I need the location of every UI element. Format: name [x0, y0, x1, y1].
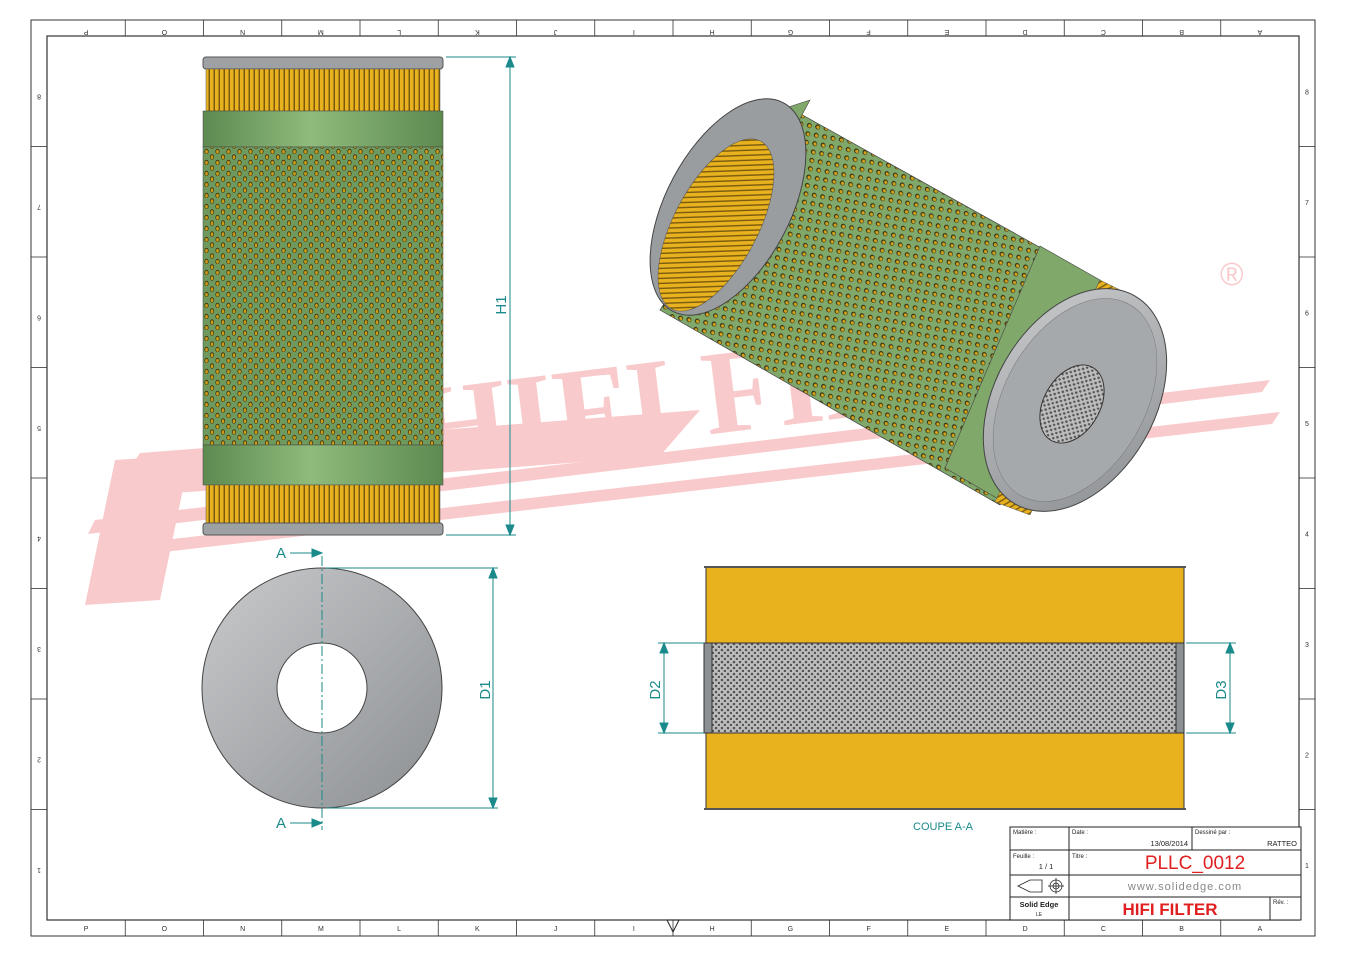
top-zone-label: K: [475, 28, 480, 35]
left-zone-label: 5: [37, 424, 41, 431]
tb-dessine-value: RATTEO: [1267, 839, 1297, 848]
bottom-zone-label: A: [1258, 926, 1263, 933]
bottom-zone-label: E: [945, 926, 950, 933]
section-marker-top: A: [276, 545, 286, 562]
right-zone-label: 1: [1305, 863, 1309, 870]
top-zone-label: E: [944, 28, 949, 35]
right-zone-label: 4: [1305, 531, 1309, 538]
bottom-zone-label: F: [866, 926, 870, 933]
top-zone-label: G: [788, 28, 793, 35]
title-block: Matière : Date : 13/08/2014 Dessiné par …: [1009, 826, 1302, 921]
tb-website: www.solidedge.com: [1127, 881, 1242, 893]
perforated-sleeve: [202, 146, 444, 446]
left-zone-label: 8: [37, 92, 41, 99]
tb-feuille-value: 1 / 1: [1039, 862, 1054, 871]
top-zone-label: L: [397, 28, 401, 35]
left-zone-label: 1: [37, 866, 41, 873]
bottom-pleats: [205, 484, 441, 524]
tb-feuille-label: Feuille :: [1013, 854, 1034, 860]
tb-software-sub: LE: [1036, 912, 1043, 918]
section-bottom-media: [705, 732, 1185, 810]
bottom-zone-label: L: [397, 926, 401, 933]
right-zone-label: 3: [1305, 642, 1309, 649]
tb-rev-label: Rév. :: [1273, 900, 1289, 906]
top-zone-label: O: [161, 28, 167, 35]
sleeve-band-top: [202, 110, 444, 148]
bottom-zone-label: J: [554, 926, 558, 933]
left-zone-label: 4: [37, 534, 41, 541]
section-view: D2 D3 COUPE A-A: [647, 566, 1236, 833]
tb-titre-label: Titre :: [1072, 854, 1087, 860]
bottom-zone-label: G: [788, 926, 793, 933]
right-zone-label: 5: [1305, 421, 1309, 428]
top-view: A A D1: [201, 545, 498, 832]
bottom-zone-label: H: [710, 926, 715, 933]
bottom-end-cap: [202, 522, 444, 536]
top-end-cap: [202, 56, 444, 70]
front-view: H1: [202, 55, 516, 537]
bottom-zone-label: D: [1023, 926, 1028, 933]
tb-title: PLLC_0012: [1145, 853, 1245, 874]
bottom-zone-label: C: [1101, 926, 1106, 933]
tb-matiere-label: Matière :: [1013, 830, 1037, 836]
sleeve-band-bottom: [202, 444, 444, 486]
right-zone-label: 7: [1305, 200, 1309, 207]
top-zone-label: M: [318, 28, 324, 35]
left-zone-label: 6: [37, 313, 41, 320]
bottom-zone-label: M: [318, 926, 324, 933]
isometric-view: [649, 98, 1168, 516]
top-zone-label: H: [710, 28, 715, 35]
bottom-zone-label: B: [1179, 926, 1184, 933]
bottom-zone-label: I: [633, 926, 635, 933]
top-zone-label: J: [554, 28, 558, 35]
right-zone-label: 6: [1305, 310, 1309, 317]
section-core-mesh: [705, 642, 1185, 734]
tb-date-label: Date :: [1072, 830, 1088, 836]
section-top-media: [705, 566, 1185, 644]
bottom-zone-label: O: [162, 926, 168, 933]
projection-symbol-icon: [1017, 878, 1064, 894]
section-core-left-cap: [703, 642, 713, 734]
dim-d3-label: D3: [1213, 680, 1230, 699]
top-zone-label: A: [1257, 28, 1262, 35]
left-zone-label: 3: [37, 645, 41, 652]
tb-dessine-label: Dessiné par :: [1195, 830, 1231, 836]
dim-h1-label: H1: [493, 295, 510, 314]
top-zone-label: P: [83, 28, 88, 35]
bottom-zone-label: N: [240, 926, 245, 933]
bottom-zone-label: P: [84, 926, 89, 933]
left-zone-label: 2: [37, 755, 41, 762]
top-zone-label: D: [1023, 28, 1028, 35]
top-pleats: [205, 68, 441, 112]
tb-software: Solid Edge: [1020, 900, 1059, 909]
top-zone-label: N: [240, 28, 245, 35]
tb-date-value: 13/08/2014: [1150, 839, 1188, 848]
right-zone-label: 2: [1305, 752, 1309, 759]
iso-rear-pleats: [657, 138, 775, 312]
right-zone-label: 8: [1305, 89, 1309, 96]
top-zone-label: B: [1179, 28, 1184, 35]
section-core-right-cap: [1175, 642, 1185, 734]
top-zone-label: C: [1101, 28, 1106, 35]
watermark-registered: ®: [1220, 256, 1244, 292]
section-caption: COUPE A-A: [913, 821, 974, 833]
zone-markers: P O N M L K J I H G F E D C B A P O N M L K J I H G F E D C B A 8 7 6 5 4 3 2 1…: [31, 20, 1315, 936]
section-marker-bottom: A: [276, 815, 286, 832]
dim-d1-label: D1: [477, 680, 494, 699]
centring-arrow-icon: [666, 919, 680, 934]
bottom-zone-label: K: [475, 926, 480, 933]
top-zone-label: F: [866, 28, 870, 35]
dim-d2-label: D2: [647, 680, 664, 699]
top-zone-label: I: [633, 28, 635, 35]
tb-company: HIFI FILTER: [1122, 900, 1217, 919]
left-zone-label: 7: [37, 203, 41, 210]
iso-core-bore: [1039, 364, 1105, 444]
